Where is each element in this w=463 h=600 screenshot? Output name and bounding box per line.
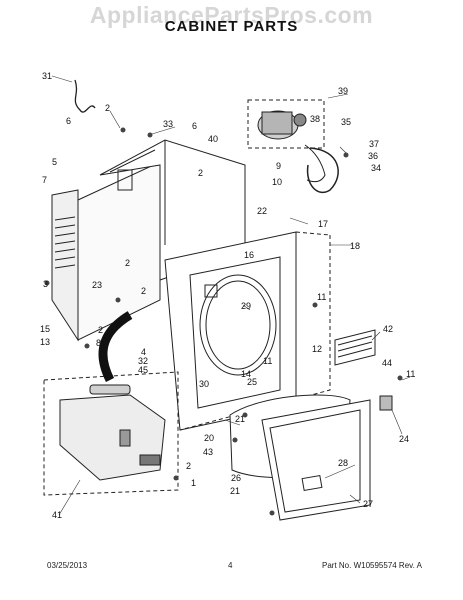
- callout-2: 2: [105, 103, 110, 113]
- callout-29: 29: [241, 301, 251, 311]
- callout-1: 1: [191, 478, 196, 488]
- watermark-text: AppliancePartsPros.com: [89, 2, 374, 28]
- motor-housing: [257, 110, 326, 183]
- callout-10: 10: [272, 177, 282, 187]
- callout-5: 5: [52, 157, 57, 167]
- callout-28: 28: [338, 458, 348, 468]
- callout-39: 39: [338, 86, 348, 96]
- callout-8: 8: [96, 338, 101, 348]
- door-assembly: [229, 394, 371, 521]
- louver-panel: [334, 329, 376, 366]
- fastener-screws: [44, 127, 403, 516]
- callout-9: 9: [276, 161, 281, 171]
- callout-42: 42: [383, 324, 393, 334]
- callout-27: 27: [363, 499, 373, 509]
- callout-35: 35: [341, 117, 351, 127]
- callout-11: 11: [263, 356, 272, 366]
- callout-24: 24: [399, 434, 409, 444]
- duct-hose: [98, 311, 133, 383]
- callout-30: 30: [199, 379, 209, 389]
- drive-belt: [306, 147, 339, 194]
- callout-41: 41: [52, 510, 62, 520]
- callout-11: 11: [406, 369, 415, 379]
- callout-43: 43: [203, 447, 213, 457]
- callout-31: 31: [42, 71, 52, 81]
- callout-3: 3: [43, 279, 48, 289]
- callout-37: 37: [369, 139, 379, 149]
- callout-32: 32: [138, 356, 148, 366]
- callout-26: 26: [231, 473, 241, 483]
- callout-7: 7: [42, 175, 47, 185]
- callout-23: 23: [92, 280, 102, 290]
- callout-15: 15: [40, 324, 50, 334]
- callout-21: 21: [235, 414, 245, 424]
- callout-2: 2: [98, 325, 103, 335]
- callout-11: 11: [317, 292, 326, 302]
- lower-base-assembly: [59, 384, 166, 481]
- footer-date: 03/25/2013: [47, 561, 88, 570]
- hinge-part: [379, 395, 393, 411]
- power-cord: [74, 79, 96, 113]
- callout-20: 20: [204, 433, 214, 443]
- callout-22: 22: [257, 206, 267, 216]
- callout-40: 40: [208, 134, 218, 144]
- cabinet-side-panel: [51, 161, 161, 342]
- footer-part-number: Part No. W10595574 Rev. A: [322, 561, 422, 570]
- callout-25: 25: [247, 377, 257, 387]
- callout-6: 6: [192, 121, 197, 131]
- callout-34: 34: [371, 163, 381, 173]
- page-title: CABINET PARTS: [164, 18, 299, 35]
- callout-2: 2: [198, 168, 203, 178]
- callout-13: 13: [40, 337, 50, 347]
- callout-18: 18: [350, 241, 360, 251]
- callout-14: 14: [241, 369, 251, 379]
- callout-38: 38: [310, 114, 320, 124]
- callout-2: 2: [186, 461, 191, 471]
- callout-2: 2: [125, 258, 130, 268]
- callout-12: 12: [312, 344, 322, 354]
- callout-33: 33: [163, 119, 173, 129]
- callout-45: 45: [138, 365, 148, 375]
- callout-6: 6: [66, 116, 71, 126]
- callout-21: 21: [230, 486, 240, 496]
- callout-4: 4: [141, 347, 146, 357]
- footer-page-number: 4: [228, 561, 233, 570]
- callout-17: 17: [318, 219, 328, 229]
- callout-16: 16: [244, 250, 254, 260]
- dashed-group-frames: [43, 99, 331, 496]
- callout-36: 36: [368, 151, 378, 161]
- callout-44: 44: [382, 358, 392, 368]
- callout-2: 2: [141, 286, 146, 296]
- leader-lines: [51, 75, 411, 516]
